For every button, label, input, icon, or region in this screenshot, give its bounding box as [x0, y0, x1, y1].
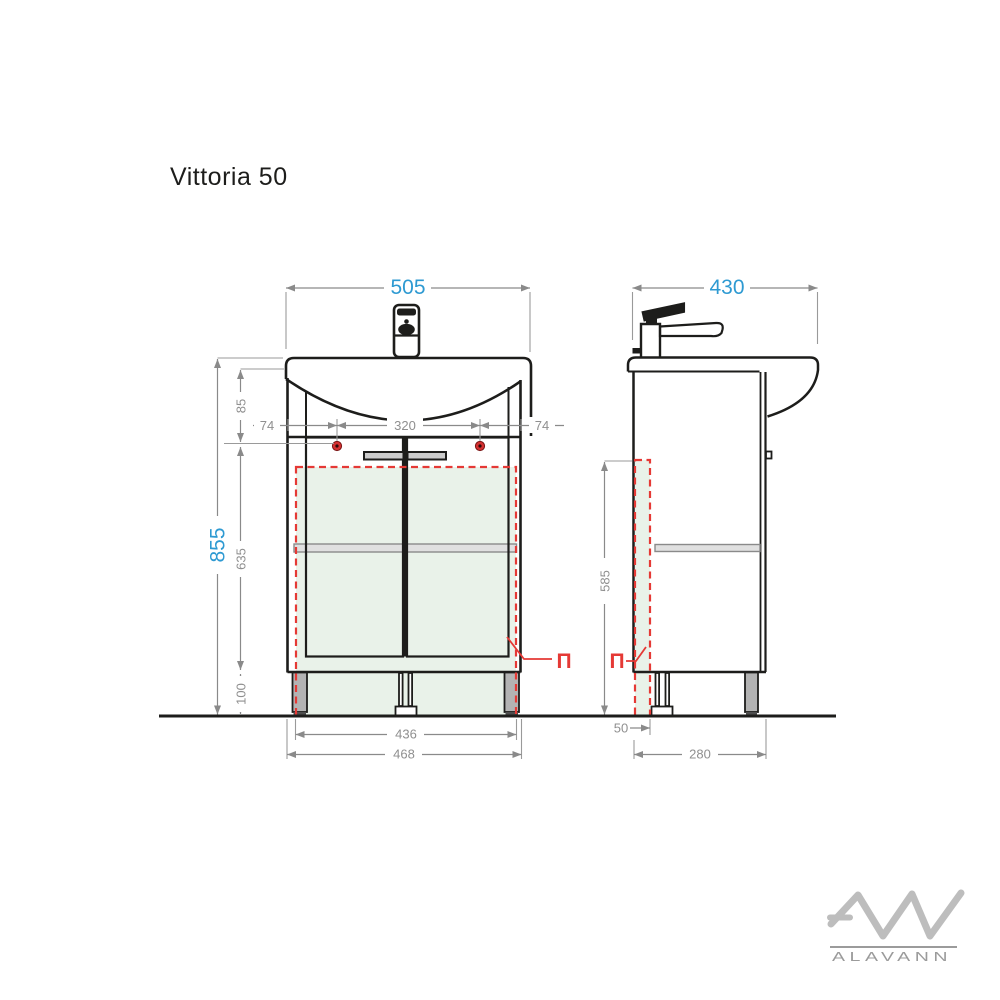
- front-mounting-holes: [331, 440, 486, 452]
- side-highlight-region: [635, 460, 650, 716]
- dim-holes-span: 320: [394, 418, 416, 433]
- side-view: П: [609, 302, 820, 718]
- dim-carcass-height-front: 635: [234, 548, 249, 570]
- front-panel-label: П: [556, 650, 571, 673]
- alavann-logo-mark: [827, 889, 965, 940]
- side-handle: [765, 450, 773, 460]
- front-handle-left: [363, 451, 405, 461]
- side-cabinet: [632, 371, 773, 674]
- alavann-logo: ALAVANN: [827, 889, 965, 964]
- dim-top-to-holes: 85: [234, 399, 249, 413]
- side-sink-outline: [626, 356, 820, 418]
- side-dimensions: 430 585 50 280: [597, 276, 819, 762]
- side-faucet: [632, 302, 724, 357]
- dim-carcass-depth: 280: [689, 747, 711, 762]
- side-panel-label: П: [609, 650, 624, 673]
- dim-feet-span: 436: [395, 727, 417, 742]
- side-panel-leader: [626, 646, 647, 662]
- page-title: Vittoria 50: [170, 163, 288, 191]
- dim-overall-depth: 430: [709, 276, 744, 299]
- dim-hole-offset-right: 74: [535, 418, 549, 433]
- dim-hole-offset-left: 74: [260, 418, 274, 433]
- dim-carcass-height-side: 585: [598, 570, 613, 592]
- side-shelf: [654, 543, 761, 553]
- dim-overall-height: 855: [207, 527, 230, 562]
- front-door-right: [405, 436, 510, 658]
- front-cabinet: [286, 378, 522, 674]
- front-faucet: [392, 303, 421, 359]
- dim-carcass-width: 468: [393, 747, 415, 762]
- front-panel-leader: [506, 636, 552, 660]
- side-legs: [650, 671, 759, 717]
- brand-name: ALAVANN: [832, 949, 952, 964]
- front-door-left: [304, 436, 405, 658]
- front-sink-apron-curve: [285, 377, 522, 422]
- front-dimensions: 505 855 85 635 100 74 320 74: [207, 276, 564, 762]
- front-sink-outline: [284, 356, 533, 436]
- dim-back-offset: 50: [614, 721, 628, 736]
- front-view: П: [284, 303, 572, 718]
- front-handle-right: [406, 451, 447, 461]
- dim-leg-height: 100: [234, 683, 249, 705]
- dim-overall-width: 505: [390, 276, 425, 299]
